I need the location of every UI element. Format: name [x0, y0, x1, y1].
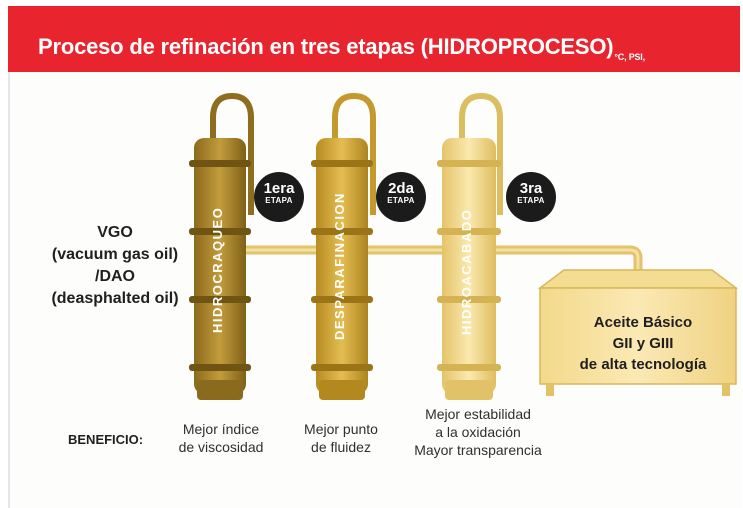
benefit-2-line-1: Mejor punto	[304, 421, 378, 437]
product-line-3: de alta tecnología	[579, 356, 707, 373]
tower-hidrocraqueo	[189, 92, 254, 400]
product-line-1: Aceite Básico	[593, 314, 693, 331]
stage-1-number: 1era	[263, 180, 295, 197]
product-tank	[537, 269, 739, 396]
tower-hidroacabado	[437, 92, 503, 400]
benefit-1-line-1: Mejor índice	[182, 421, 260, 437]
feed-line-4: (deasphalted oil)	[51, 290, 179, 307]
benefit-2-line-2: de fluidez	[311, 439, 371, 455]
benefit-1-line-2: de viscosidad	[178, 439, 264, 455]
tower-desparafinacion	[311, 92, 376, 400]
tower-label-desparafinacion: DESPARAFINACION	[332, 192, 347, 340]
benefit-1: Mejor índice de viscosidad	[156, 420, 286, 456]
product-label: Aceite Básico GII y GIII de alta tecnolo…	[548, 312, 738, 375]
product-line-2: GII y GIII	[612, 335, 674, 352]
stage-badge-3: 3ra ETAPA	[506, 172, 556, 222]
stage-2-number: 2da	[388, 180, 414, 197]
page-title-subscript: °C, PSI,	[614, 52, 645, 62]
page-title-text: Proceso de refinación en tres etapas (HI…	[38, 34, 614, 59]
title-banner: Proceso de refinación en tres etapas (HI…	[8, 6, 740, 72]
tower-label-hidrocraqueo: HIDROCRAQUEO	[210, 206, 225, 334]
stage-badge-2: 2da ETAPA	[376, 172, 426, 222]
tower-label-hidroacabado: HIDROACABADO	[459, 208, 474, 336]
stage-1-label: ETAPA	[265, 196, 293, 205]
page-title: Proceso de refinación en tres etapas (HI…	[38, 34, 645, 62]
stage-2-label: ETAPA	[387, 196, 415, 205]
benefit-3-line-1: Mejor estabilidad	[425, 406, 531, 422]
feed-line-2: (vacuum gas oil)	[51, 246, 179, 263]
feed-line-3: /DAO	[95, 268, 135, 285]
feed-label: VGO (vacuum gas oil) /DAO (deasphalted o…	[30, 222, 200, 310]
stage-3-number: 3ra	[519, 180, 543, 197]
feed-line-1: VGO	[97, 224, 133, 241]
benefit-title: BENEFICIO:	[68, 432, 144, 447]
benefit-2: Mejor punto de fluidez	[276, 420, 406, 456]
stage-badge-1: 1era ETAPA	[254, 172, 304, 222]
benefit-3: Mejor estabilidad a la oxidación Mayor t…	[398, 405, 558, 459]
benefit-3-line-2: a la oxidación	[435, 424, 521, 440]
stage-3-label: ETAPA	[517, 196, 545, 205]
benefit-3-line-3: Mayor transparencia	[414, 442, 542, 458]
